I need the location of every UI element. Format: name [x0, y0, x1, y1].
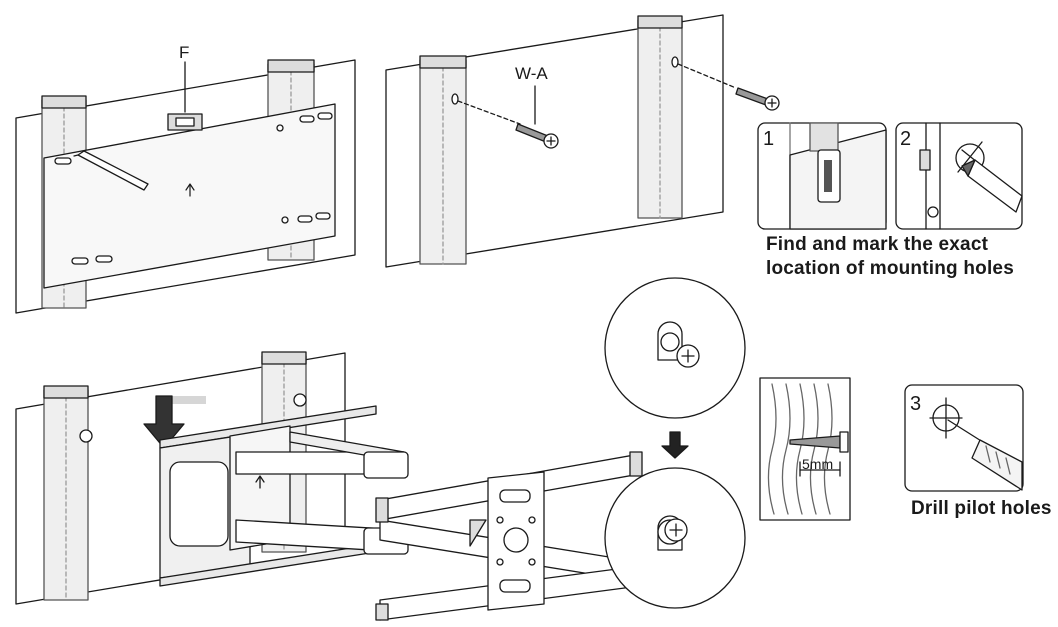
template-slots [54, 112, 333, 265]
caption-drill: Drill pilot holes [911, 498, 1052, 519]
inset-stud-finder [757, 122, 887, 230]
part-label-f: F [179, 43, 190, 62]
step-number-1: 1 [763, 128, 775, 150]
tv-wall-plate [159, 405, 377, 587]
pencil-icon [73, 150, 149, 191]
wall-panel-bolts [385, 14, 780, 268]
dimension-label: 5mm [802, 456, 834, 472]
articulating-arm [235, 431, 643, 621]
inset-keyhole-bolt-head [604, 277, 746, 419]
inset-drill [904, 384, 1024, 492]
wall-panel-template [15, 59, 356, 314]
inset-mark-pencil [895, 122, 1023, 230]
caption-mark-line-1: Find and mark the exact [766, 234, 989, 255]
caption-mark-line-2: location of mounting holes [766, 258, 1014, 279]
vesa-head-plate [487, 471, 545, 611]
wood-cross-section [759, 377, 851, 521]
inset-keyhole-bolt-seated [604, 467, 746, 609]
step-number-3: 3 [910, 393, 922, 415]
step-number-2: 2 [900, 128, 912, 150]
level-f [167, 61, 203, 131]
up-arrow-icon [185, 183, 195, 197]
down-arrow-small-icon [661, 431, 689, 459]
down-arrow-icon [143, 395, 185, 449]
lag-bolt-2 [735, 87, 780, 111]
part-label-wa: W-A [515, 64, 548, 83]
lag-bolt-1 [515, 123, 559, 149]
